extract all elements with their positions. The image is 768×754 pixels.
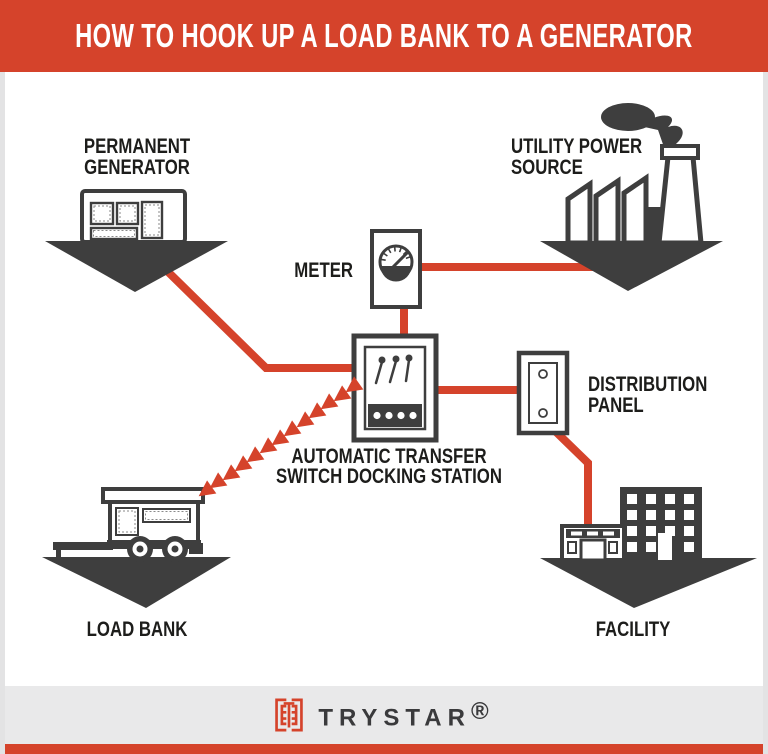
ats-label-line1: AUTOMATIC TRANSFER: [291, 445, 486, 468]
load-bank-icon: [53, 487, 205, 562]
page-title: HOW TO HOOK UP A LOAD BANK TO A GENERATO…: [75, 17, 693, 54]
facility-windows: [627, 494, 694, 560]
facility-label: FACILITY: [596, 618, 671, 641]
brand-name: TRYSTAR: [318, 704, 471, 732]
generator-arrow: [45, 241, 228, 292]
utility-label-line1: UTILITY POWER: [511, 135, 642, 158]
left-edge-strip: [0, 72, 5, 754]
ats-icon: [351, 333, 439, 443]
generator-icon: [80, 189, 187, 244]
title-bar: HOW TO HOOK UP A LOAD BANK TO A GENERATO…: [0, 0, 768, 72]
bottom-accent-bar: [0, 744, 768, 754]
diagram-canvas: PERMANENT GENERATOR UTILITY POWER SOURCE…: [42, 103, 757, 642]
load-bank-label: LOAD BANK: [87, 618, 188, 641]
line-panel-to-facility: [548, 424, 592, 535]
ats-indicator-dots: [373, 411, 417, 420]
line-generator-to-ats: [155, 259, 357, 372]
footer: TRYSTAR®: [0, 686, 768, 744]
panel-label-line2: PANEL: [588, 394, 644, 417]
right-edge-strip: [763, 72, 768, 754]
small-building-slits: [571, 531, 614, 536]
generator-label-line2: GENERATOR: [84, 156, 190, 179]
meter-label: METER: [294, 259, 353, 282]
meter-icon: [370, 229, 422, 309]
registered-mark: ®: [470, 697, 495, 725]
facility-arrow: [540, 558, 757, 608]
diagram-area: PERMANENT GENERATOR UTILITY POWER SOURCE…: [0, 72, 768, 754]
utility-label-line2: SOURCE: [511, 156, 583, 179]
location-arrows: [42, 241, 757, 608]
load-bank-arrow: [42, 557, 231, 608]
factory-icon: [565, 103, 704, 246]
distribution-panel-icon: [516, 350, 570, 436]
trystar-logo-icon: [275, 698, 304, 732]
switch-levers: [374, 358, 411, 385]
node-labels: PERMANENT GENERATOR UTILITY POWER SOURCE…: [84, 135, 707, 641]
trailer-wheels: [127, 536, 188, 562]
ats-label-line2: SWITCH DOCKING STATION: [276, 465, 502, 488]
switch-knobs: [378, 354, 413, 364]
facility-icon: [560, 487, 702, 562]
utility-arrow: [540, 241, 723, 291]
generator-label-line1: PERMANENT: [84, 135, 191, 158]
panel-label-line1: DISTRIBUTION: [588, 373, 707, 396]
